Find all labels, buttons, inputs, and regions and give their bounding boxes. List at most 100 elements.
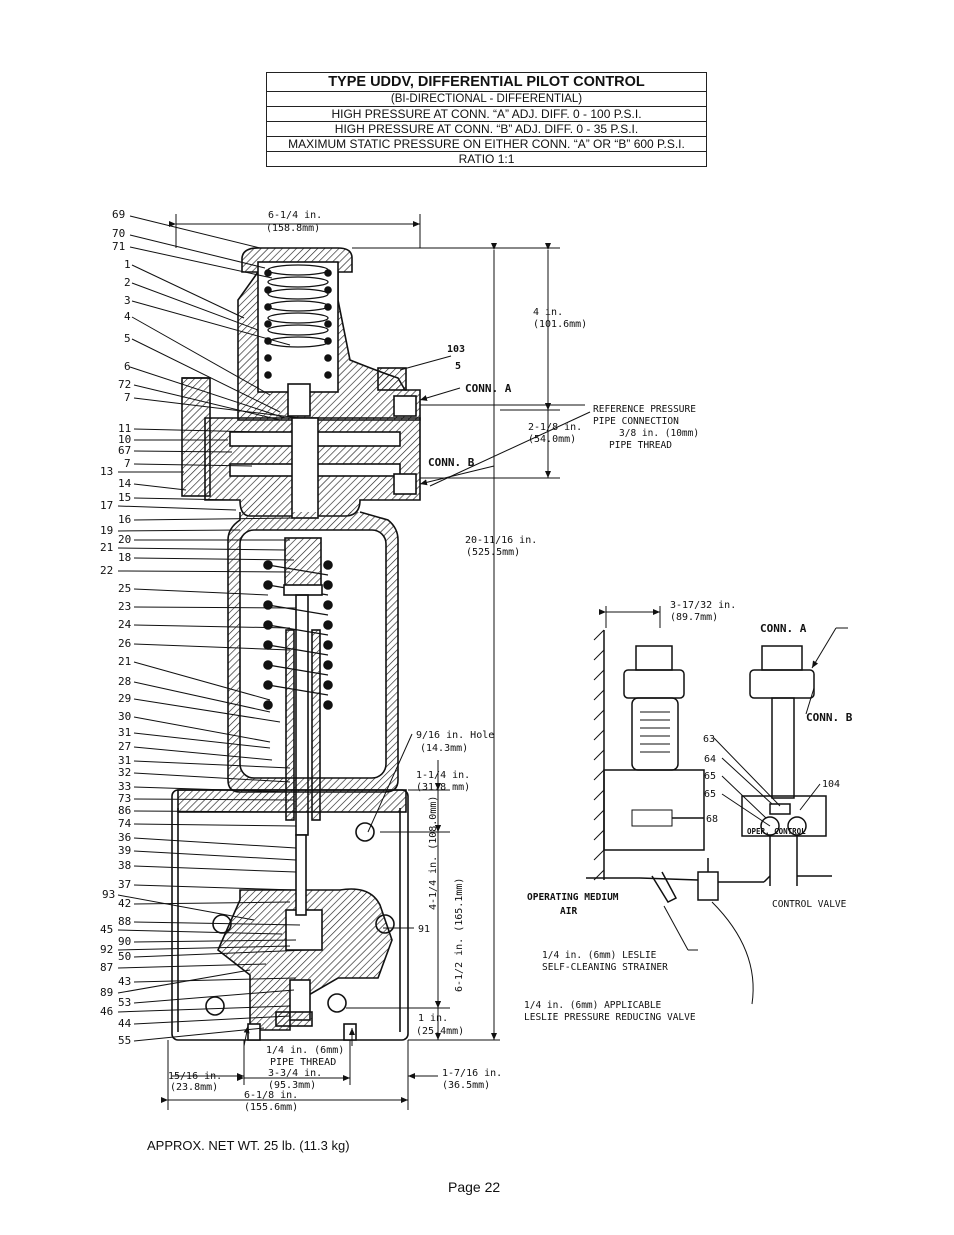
dim-6-1-2: 6-1/2 in. (165.1mm) [454, 878, 465, 992]
side-conn-a: CONN. A [760, 622, 807, 635]
part-label: 70 [112, 227, 125, 240]
part-label: 13 [100, 465, 113, 478]
part-label: 24 [118, 618, 132, 631]
part-label: 37 [118, 878, 131, 891]
part-label-group: 69 70 71 1 2 3 4 5 6 72 7 11 10 67 7 13 … [100, 208, 132, 1047]
panel-label: OPER. CONTROL [747, 827, 806, 836]
reference-pressure-line: PIPE THREAD [609, 440, 672, 451]
part-91-label: 91 [418, 924, 430, 935]
dim-top-width: 6-1/4 in. [268, 210, 322, 221]
side-part-label: 68 [706, 814, 718, 825]
part-label: 4 [124, 310, 131, 323]
dim-1-7-16-mm: (36.5mm) [442, 1080, 490, 1091]
part-label: 88 [118, 915, 131, 928]
installation-view [586, 627, 848, 1005]
net-weight: APPROX. NET WT. 25 lb. (11.3 kg) [147, 1138, 350, 1153]
part-label: 5 [124, 332, 131, 345]
part-label: 39 [118, 844, 131, 857]
dim-1in: 1 in. [418, 1013, 448, 1024]
dim-4in: 4 in. [533, 307, 563, 318]
part-label: 16 [118, 513, 131, 526]
part-label: 3 [124, 294, 131, 307]
side-part-label: 104 [822, 779, 840, 790]
reference-pressure-line: 3/8 in. (10mm) [619, 428, 699, 439]
conn-a-label: CONN. A [465, 382, 512, 395]
part-label: 53 [118, 996, 131, 1009]
dim-3-17-32: 3-17/32 in. [670, 600, 736, 611]
dim-4in-mm: (101.6mm) [533, 319, 587, 330]
dim-6-1-8-mm: (155.6mm) [244, 1102, 298, 1113]
part-label: 33 [118, 780, 131, 793]
page-number: Page 22 [448, 1179, 501, 1195]
part-label: 18 [118, 551, 131, 564]
part-label: 17 [100, 499, 113, 512]
part-label: 67 [118, 444, 131, 457]
operating-medium-label: OPERATING MEDIUM [527, 892, 619, 903]
part-label: 50 [118, 950, 131, 963]
part-label: 86 [118, 804, 131, 817]
side-part-label: 64 [704, 754, 716, 765]
part-label: 23 [118, 600, 131, 613]
part-label: 46 [100, 1005, 113, 1018]
side-part-label: 63 [703, 734, 715, 745]
part-label: 73 [118, 792, 131, 805]
dim-1-7-16: 1-7/16 in. [442, 1068, 502, 1079]
part-label: 43 [118, 975, 131, 988]
part-label: 89 [100, 986, 113, 999]
strainer-label: SELF-CLEANING STRAINER [542, 962, 668, 973]
part-label: 31 [118, 726, 131, 739]
part-label: 1 [124, 258, 131, 271]
hole-label-mm: (14.3mm) [420, 743, 468, 754]
section-view [171, 247, 421, 1041]
part-label: 2 [124, 276, 131, 289]
dim-overall-height: 20-11/16 in. [465, 535, 537, 546]
part-label: 22 [100, 564, 113, 577]
control-valve-label: CONTROL VALVE [772, 899, 847, 910]
part-label: 31 [118, 754, 131, 767]
part-label: 38 [118, 859, 131, 872]
hole-label: 9/16 in. Hole [416, 730, 494, 741]
part-label: 90 [118, 935, 131, 948]
part-label: 92 [100, 943, 113, 956]
spec-table: TYPE UDDV, DIFFERENTIAL PILOT CONTROL (B… [266, 72, 707, 167]
part-label: 74 [118, 817, 132, 830]
part-label: 69 [112, 208, 125, 221]
part-label: 55 [118, 1034, 131, 1047]
part-label: 45 [100, 923, 113, 936]
part-label: 6 [124, 360, 131, 373]
part-label: 15 [118, 491, 131, 504]
dim-15-16: 15/16 in. [168, 1071, 222, 1082]
part-label: 21 [118, 655, 131, 668]
dim-4-1-4: 4-1/4 in. (108.0mm) [428, 796, 439, 910]
reducing-valve-label: LESLIE PRESSURE REDUCING VALVE [524, 1012, 696, 1023]
spec-row: RATIO 1:1 [266, 151, 707, 167]
dim-overall-height-mm: (525.5mm) [466, 547, 520, 558]
part-label: 7 [124, 457, 131, 470]
part-label: 21 [100, 541, 113, 554]
part-label: 20 [118, 533, 131, 546]
part-label: 30 [118, 710, 131, 723]
part-label: 26 [118, 637, 131, 650]
part-label: 28 [118, 675, 131, 688]
dim-2-1-8: 2-1/8 in. [528, 422, 582, 433]
part-label: 10 [118, 433, 131, 446]
dim-15-16-mm: (23.8mm) [170, 1082, 218, 1093]
dim-top-width-mm: (158.8mm) [266, 223, 320, 234]
dim-1-1-4: 1-1/4 in. [416, 770, 470, 781]
spec-row: MAXIMUM STATIC PRESSURE ON EITHER CONN. … [266, 136, 707, 152]
dim-2-1-8-mm: (54.0mm) [528, 434, 576, 445]
part-label: 32 [118, 766, 131, 779]
part-label: 42 [118, 897, 131, 910]
reference-pressure-line: REFERENCE PRESSURE [593, 404, 696, 415]
part-label: 29 [118, 692, 131, 705]
part-label: 27 [118, 740, 131, 753]
part-label: 25 [118, 582, 131, 595]
part-label: 71 [112, 240, 125, 253]
part-label: 7 [124, 391, 131, 404]
part-label: 93 [102, 888, 115, 901]
leader-lines [117, 215, 591, 1042]
dim-6-1-8: 6-1/8 in. [244, 1090, 298, 1101]
side-conn-b: CONN. B [806, 711, 853, 724]
part-label: 44 [118, 1017, 132, 1030]
